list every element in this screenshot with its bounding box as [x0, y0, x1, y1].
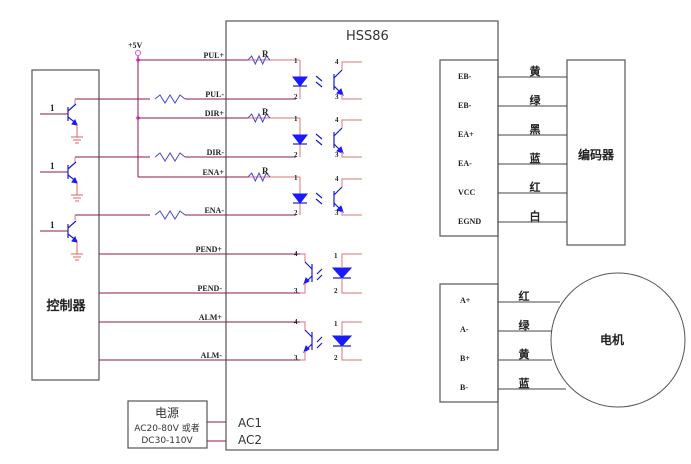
wire-color-label: 红: [530, 180, 541, 194]
pin-number: 3: [335, 93, 339, 101]
pin-number: 2: [334, 354, 338, 362]
motor-pin-label: A+: [460, 296, 471, 305]
signal-label: PUL-: [205, 90, 224, 99]
pin-number: 1: [294, 57, 298, 65]
pin-number: 2: [294, 209, 298, 217]
encoder-label: 编码器: [577, 147, 615, 162]
power-supply-line1: AC20-80V 或者: [134, 422, 199, 434]
encoder-box: [566, 59, 626, 246]
led-icon: [291, 134, 309, 145]
phototransistor-icon: [304, 329, 313, 338]
light-arrow-icon: [315, 192, 323, 199]
resistor-label: R: [262, 49, 269, 59]
resistor-icon: [154, 210, 186, 220]
terminal-ac1: AC1: [238, 416, 262, 430]
pin-number: 4: [294, 318, 298, 326]
wire-color-label: 绿: [519, 318, 531, 332]
signal-label: ENA+: [203, 168, 225, 177]
motor-circle: [550, 272, 686, 408]
motor-pin-label: B-: [460, 383, 468, 392]
wire-color-label: 蓝: [519, 376, 530, 390]
input-signals: R PUL+ PUL- R DIR+ DIR- R ENA+ ENA- PEND+ PEND- ALM…: [75, 49, 300, 361]
pin-number: 4: [294, 250, 298, 258]
terminal-ac2: AC2: [238, 433, 262, 447]
pin-number: 3: [294, 287, 298, 295]
signal-label: ALM-: [201, 351, 223, 360]
wire-color-label: 蓝: [530, 151, 541, 165]
input-optocouplers: 1 2 4 3 1 2 4 3 1 2 4 3: [291, 57, 362, 217]
pin-number: 1: [334, 320, 338, 328]
encoder-pins: EB- 黄 EB- 绿 EA+ 黑 EA- 蓝 VCC 红 EGND 白: [458, 64, 567, 226]
controller-box: [31, 69, 100, 381]
pin-number: 2: [294, 93, 298, 101]
wire-color-label: 白: [530, 209, 541, 223]
motor-label: 电机: [600, 332, 624, 347]
resistor-icon: [154, 94, 186, 104]
wire-color-label: 红: [519, 289, 530, 303]
encoder-pin-label: VCC: [458, 188, 476, 197]
resistor-icon: [247, 54, 271, 66]
pin-number: 3: [335, 209, 339, 217]
phototransistor-icon: [304, 261, 313, 270]
power-supply-box: [127, 400, 208, 449]
led-icon: [291, 76, 309, 87]
signal-label: PEND-: [198, 284, 223, 293]
base-label: 1: [50, 161, 55, 171]
pin-number: 4: [335, 58, 339, 66]
light-arrow-icon: [316, 268, 323, 275]
pin-number: 3: [335, 151, 339, 159]
motor-terminal-block: [439, 283, 499, 403]
light-arrow-icon: [315, 75, 323, 82]
signal-label: DIR-: [207, 148, 225, 157]
encoder-pin-label: EA-: [458, 159, 472, 168]
motor-pin-label: B+: [460, 354, 470, 363]
signal-label: PUL+: [203, 51, 224, 60]
wire-color-label: 绿: [530, 93, 542, 107]
pin-number: 1: [334, 252, 338, 260]
vcc-terminal-icon: [135, 50, 141, 56]
pin-number: 4: [335, 175, 339, 183]
led-icon: [331, 335, 353, 347]
power-supply-line2: DC30-110V: [141, 436, 193, 446]
pin-number: 4: [335, 116, 339, 124]
light-arrow-icon: [315, 133, 323, 140]
pin-number: 2: [334, 287, 338, 295]
controller-label: 控制器: [46, 298, 86, 313]
driver-model-label: HSS86: [346, 29, 389, 44]
signal-label: ENA-: [204, 206, 224, 215]
power-supply-title: 电源: [155, 406, 179, 420]
wire-color-label: 黑: [530, 123, 541, 136]
pin-number: 3: [294, 354, 298, 362]
encoder-terminal-block: [439, 59, 499, 237]
signal-label: DIR+: [205, 109, 225, 118]
wire-color-label: 黄: [530, 64, 541, 78]
resistor-icon: [247, 112, 271, 124]
controller-transistors: 1 1 1: [40, 99, 83, 261]
motor-pins: A+ 红 A- 绿 B+ 黄 B- 蓝: [460, 289, 566, 392]
wire-color-label: 黄: [519, 347, 530, 361]
led-icon: [291, 193, 309, 204]
pin-number: 1: [294, 174, 298, 182]
vcc-label: +5V: [128, 41, 143, 50]
base-label: 1: [50, 103, 55, 113]
output-optocouplers: 4 3 1 2 4 3 1 2: [294, 250, 362, 362]
encoder-pin-label: EA+: [458, 130, 474, 139]
pin-number: 1: [294, 115, 298, 123]
base-label: 1: [50, 220, 55, 230]
resistor-icon: [154, 152, 186, 162]
signal-label: PEND+: [196, 245, 223, 254]
pin-number: 2: [294, 151, 298, 159]
encoder-pin-label: EB-: [458, 101, 472, 110]
encoder-pin-label: EGND: [458, 217, 481, 226]
resistor-label: R: [262, 107, 269, 117]
light-arrow-icon: [316, 336, 323, 343]
motor-pin-label: A-: [460, 325, 469, 334]
led-icon: [331, 267, 353, 279]
signal-label: ALM+: [199, 313, 223, 322]
encoder-pin-label: EB-: [458, 72, 472, 81]
resistor-icon: [247, 171, 271, 183]
resistor-label: R: [262, 166, 269, 176]
